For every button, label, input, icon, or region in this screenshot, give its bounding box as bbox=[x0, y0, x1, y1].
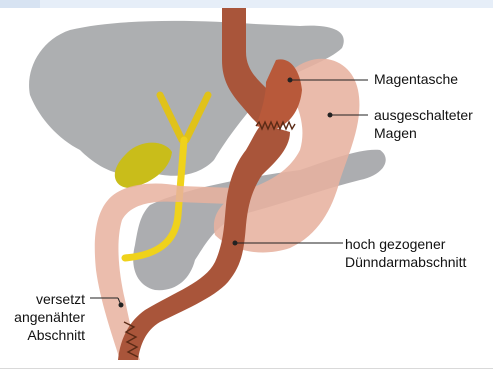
label-versetzt-line3: Abschnitt bbox=[27, 327, 85, 344]
dot-magentasche bbox=[288, 78, 293, 83]
label-versetzt-line1: versetzt bbox=[36, 291, 85, 308]
label-magentasche: Magentasche bbox=[374, 71, 458, 88]
dot-ausgeschalteter bbox=[328, 113, 333, 118]
label-ausgeschalteter-line2: Magen bbox=[374, 125, 417, 142]
bottom-rule bbox=[0, 368, 493, 369]
label-ausgeschalteter-line1: ausgeschalteter bbox=[374, 107, 473, 124]
label-hoch-line2: Dünndarmabschnitt bbox=[345, 254, 466, 271]
dot-versetzt bbox=[119, 303, 124, 308]
dot-hoch bbox=[233, 241, 238, 246]
label-hoch-line1: hoch gezogener bbox=[345, 236, 445, 253]
label-versetzt-line2: angenähter bbox=[14, 309, 85, 326]
